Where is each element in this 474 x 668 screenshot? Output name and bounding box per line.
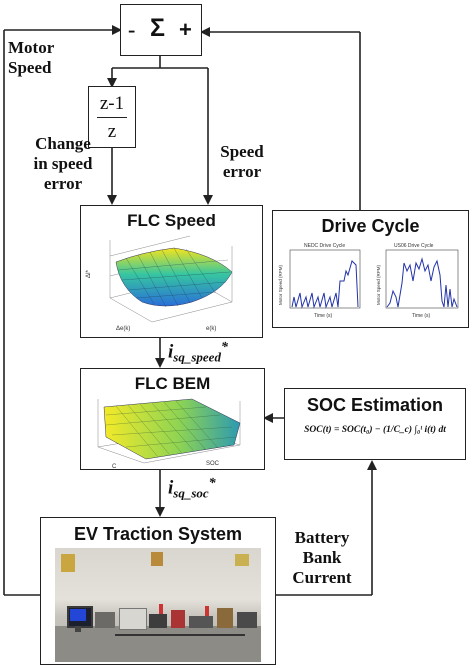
flc-bem-x1-axis-label: C [112,464,117,469]
delay-block: z-1 z [88,86,136,148]
us06-x-axis-label: Time (s) [412,313,430,319]
flc-speed-title: FLC Speed [127,211,216,230]
nedc-y-axis-label: Motor Speed (RPM) [278,264,283,305]
flc-speed-x1-axis-label: Δe(k) [116,326,130,332]
sum-sigma: Σ [150,14,166,42]
motor-speed-label: Motor Speed [8,38,55,77]
drive-cycle-title: Drive Cycle [321,216,420,236]
nedc-x-axis-label: Time (s) [314,313,332,319]
flc-speed-block: FLC Speed ΔI* Δe(k) e(k) [80,205,263,338]
sum-minus: - [128,17,136,42]
flc-speed-z-axis-label: ΔI* [86,269,92,278]
fraction-bar [97,117,127,118]
flc-bem-surface-plot: C SOC [97,398,241,469]
nedc-plot-title: NEDC Drive Cycle [304,243,345,249]
soc-estimation-block: SOC Estimation SOC(t) = SOC(t₀) − (1/C_c… [284,388,466,460]
speed-error-label: Speed error [220,142,264,181]
flc-speed-surface-plot: ΔI* Δe(k) e(k) [86,235,233,332]
ev-traction-block: EV Traction System [40,517,276,665]
flc-bem-block: FLC BEM C SOC [80,368,265,470]
change-in-speed-error-label: Change in speed error [33,134,93,193]
soc-estimation-title: SOC Estimation [306,395,444,415]
us06-speed-curve [386,257,458,308]
flc-bem-x2-axis-label: SOC [206,461,220,467]
ev-traction-title: EV Traction System [73,524,243,544]
isq-soc-label: isq_soc* [168,476,216,501]
sum-block: - Σ + [120,4,202,56]
isq-speed-label: isq_speed* [168,340,228,365]
drive-cycle-block: Drive Cycle NEDC Drive Cycle Motor Speed… [272,210,469,328]
us06-y-axis-label: Motor Speed (RPM) [376,264,381,305]
us06-plot-title: US06 Drive Cycle [394,243,434,249]
flc-bem-title: FLC BEM [134,374,211,393]
lab-setup-photo [55,548,261,662]
soc-equation: SOC(t) = SOC(t₀) − (1/C_c) ∫₀ᵗ i(t) dt [304,425,446,435]
delay-denominator: z [107,121,117,142]
battery-bank-current-label: Battery Bank Current [292,528,352,587]
sum-plus: + [179,17,192,42]
nedc-speed-curve [291,260,359,309]
flc-speed-x2-axis-label: e(k) [206,326,216,332]
drive-cycle-plots: NEDC Drive Cycle Motor Speed (RPM) Time … [278,243,459,319]
delay-numerator: z-1 [99,93,125,114]
